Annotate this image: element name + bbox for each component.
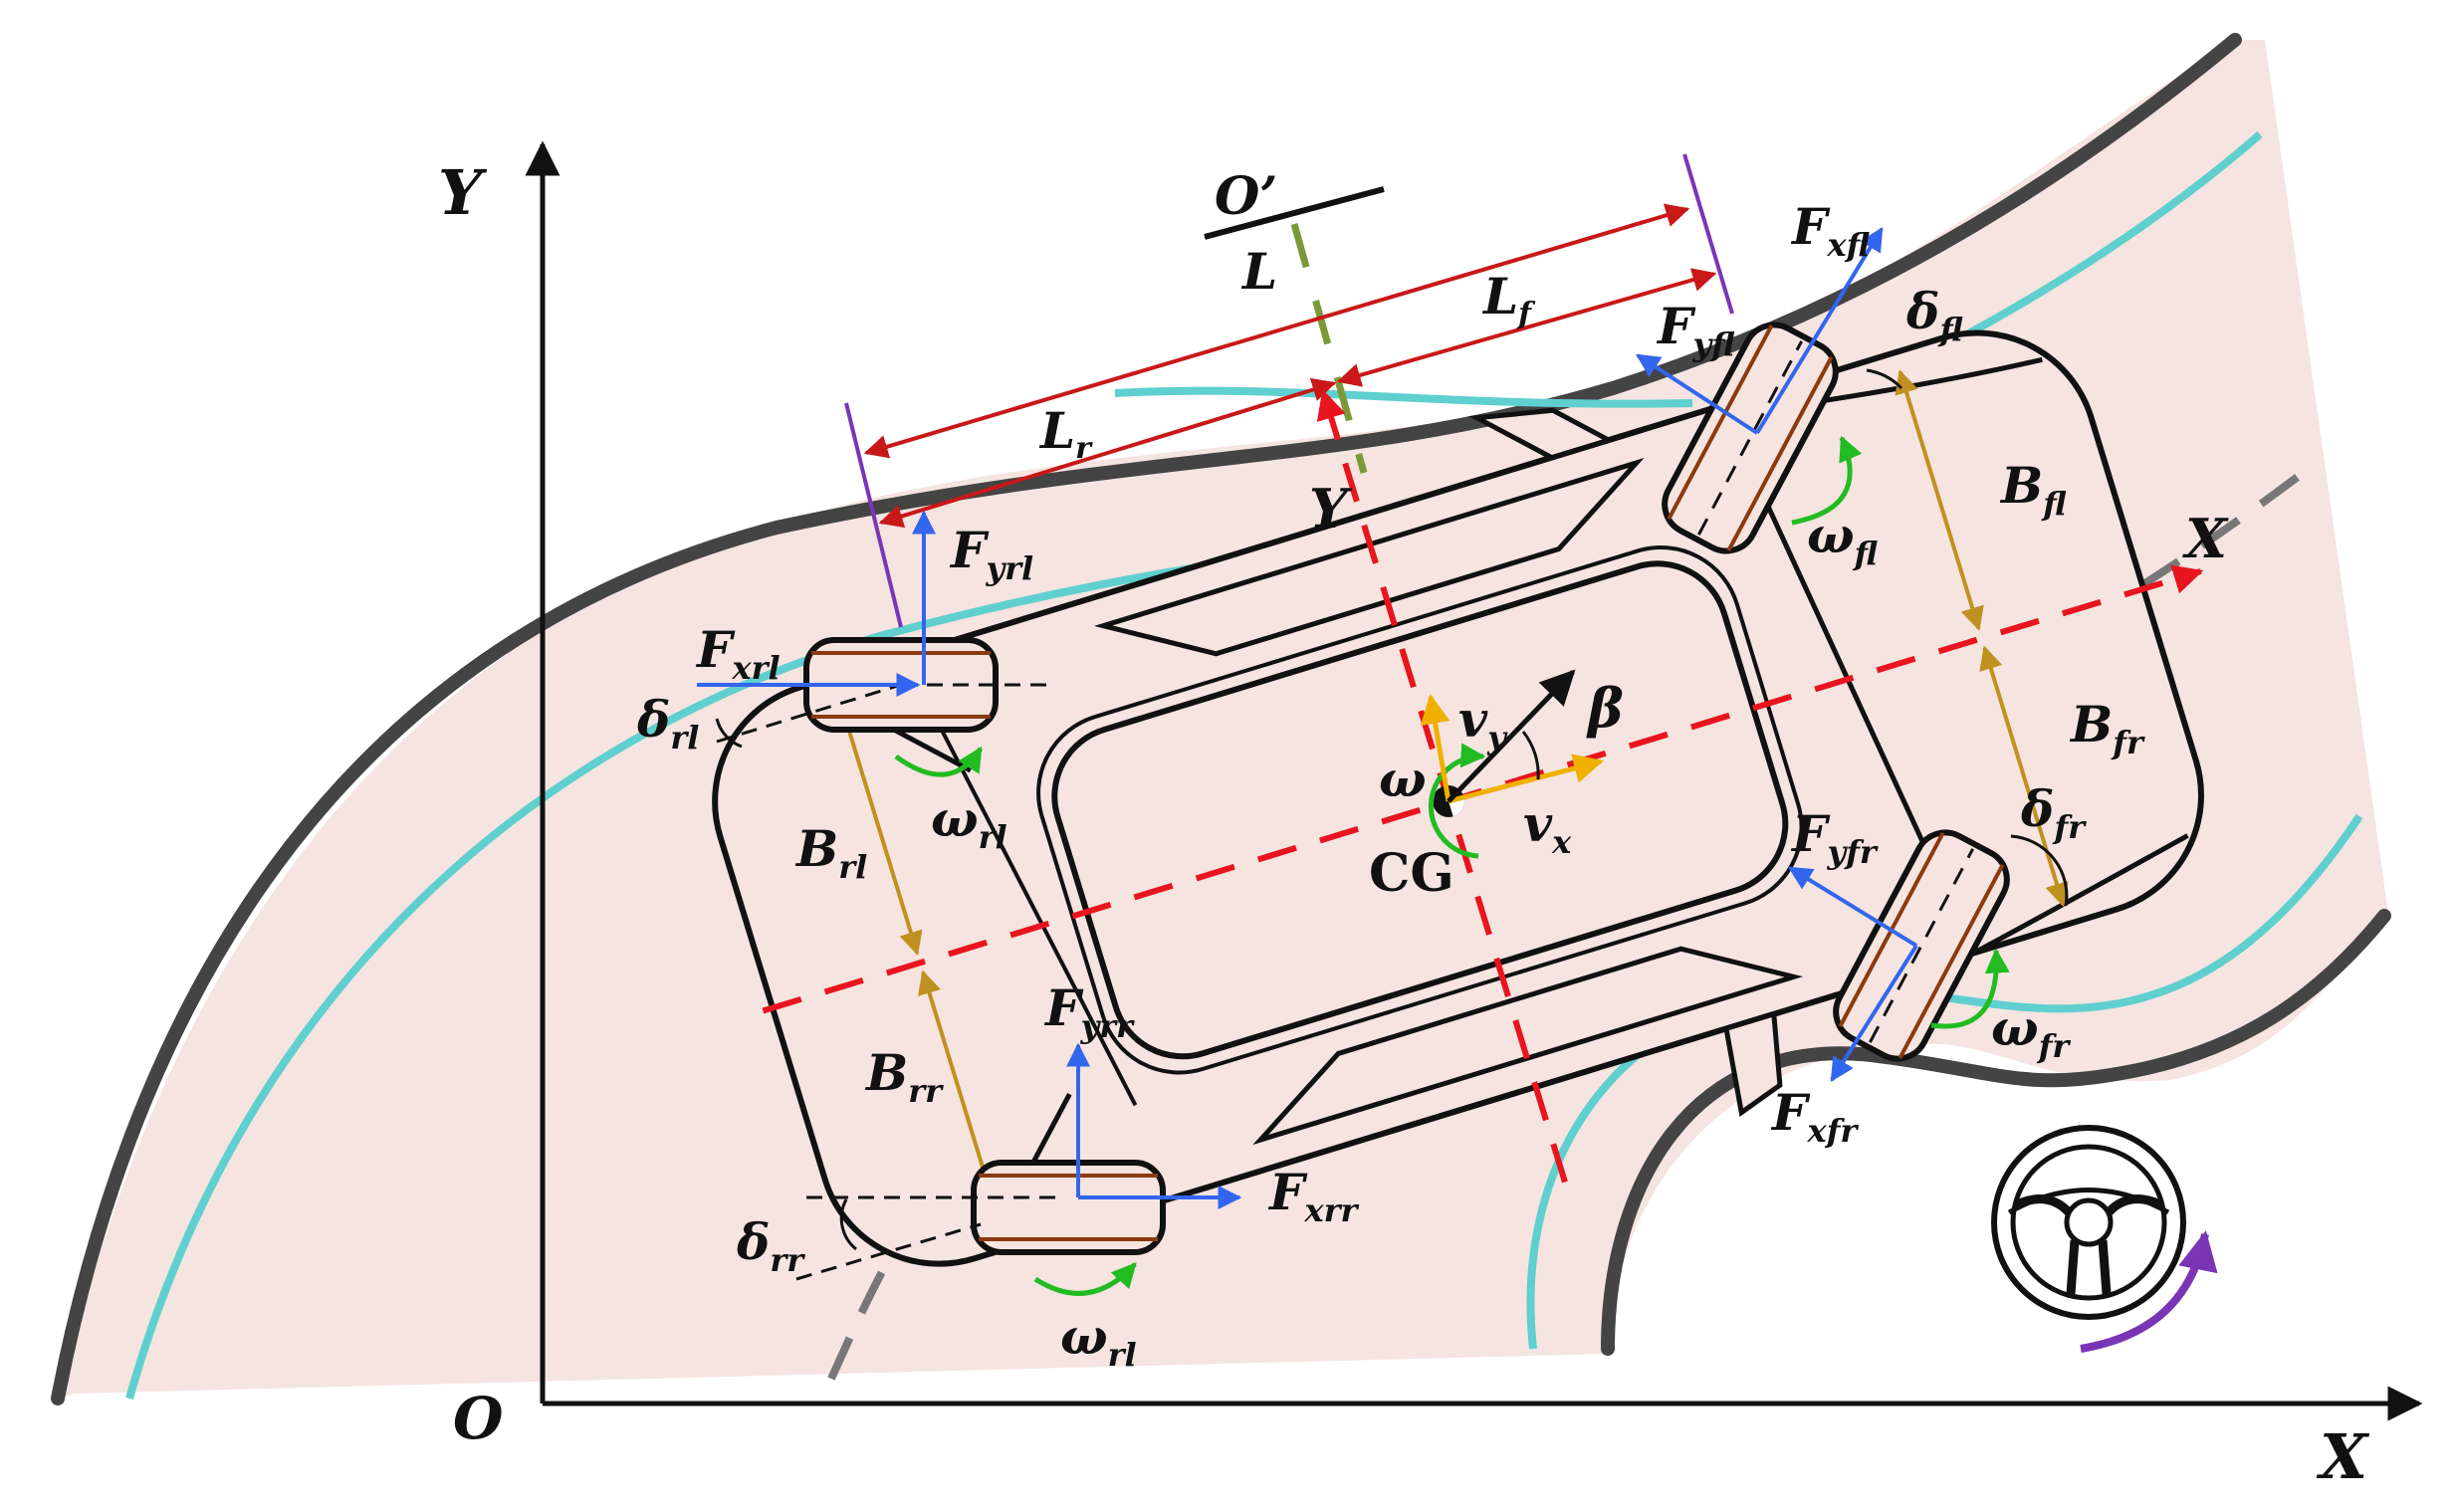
steering-wheel-icon: [1991, 1125, 2186, 1320]
fxrr-label: F: [1267, 1163, 1308, 1221]
global-x-label: X: [2316, 1420, 2370, 1493]
svg-text:Bfr: Bfr: [2069, 695, 2145, 761]
svg-text:Fyfl: Fyfl: [1656, 297, 1735, 363]
omega-cg-arrow: [1428, 743, 1486, 859]
omega-rl-top-label: ω: [931, 789, 979, 848]
velocity-arrow: [1447, 669, 1576, 803]
track-dim-fr: [1979, 645, 2069, 908]
svg-text:Brl: Brl: [794, 819, 867, 886]
turn-center: O’: [1204, 166, 1385, 474]
cg-velocity: [1420, 669, 1604, 804]
svg-text:δfr: δfr: [2020, 779, 2087, 846]
fyfl-label: F: [1656, 297, 1696, 355]
svg-text:ωfl: ωfl: [1807, 506, 1879, 572]
origin-label: O: [453, 1385, 504, 1452]
svg-text:vy: vy: [1458, 690, 1508, 756]
svg-text:Bfl: Bfl: [1999, 456, 2067, 523]
force-arrows: [697, 226, 1918, 1209]
svg-text:Fxrr: Fxrr: [1267, 1163, 1359, 1229]
svg-text:Fyrr: Fyrr: [1043, 978, 1135, 1045]
omega-fl-label: ω: [1807, 506, 1855, 564]
vy-arrow: [1420, 694, 1452, 802]
dimension-wheelbase: L Lf Lr: [844, 153, 1734, 628]
wheelbase-label: L: [1240, 242, 1277, 301]
track-rl-label: B: [794, 819, 838, 878]
vy-label: v: [1458, 690, 1488, 749]
turn-center-label: O’: [1215, 166, 1277, 227]
steering-rotation-arrow: [2080, 1230, 2218, 1353]
fxfl-label: F: [1790, 197, 1831, 256]
labels: CG ω vy vx β X Y Fyrl Fxrl Fyrr Fxrr Fxf…: [636, 197, 2229, 1374]
fxrl-label: F: [695, 620, 736, 679]
front-base-dim: [1336, 268, 1717, 387]
svg-text:Lr: Lr: [1038, 401, 1093, 466]
svg-text:Brr: Brr: [864, 1043, 944, 1110]
svg-text:ωrl: ωrl: [931, 789, 1007, 856]
track-dim-rl: [833, 694, 923, 956]
omega-fl-arrow: [1791, 435, 1863, 526]
track-fl-label: B: [1999, 456, 2043, 515]
fyrr-label: F: [1043, 978, 1084, 1037]
wheel-rear-right: [971, 1160, 1166, 1255]
svg-text:Fxfl: Fxfl: [1790, 197, 1871, 264]
delta-fl-label: δ: [1905, 282, 1939, 340]
track-rr-label: B: [864, 1043, 908, 1102]
omega-fr-label: ω: [1991, 998, 2039, 1057]
svg-text:ωrl: ωrl: [1060, 1307, 1137, 1374]
vx-arrow: [1448, 754, 1604, 804]
svg-text:vx: vx: [1523, 794, 1572, 861]
rear-base-dim: [878, 377, 1337, 529]
road-inner-edge: [1601, 909, 2391, 1356]
steer-references: [715, 368, 2069, 1281]
svg-text:Fxrl: Fxrl: [695, 620, 781, 687]
track-dim-fl: [1895, 369, 1984, 632]
fxfr-label: F: [1770, 1083, 1811, 1142]
fyfl-arrow: [1635, 353, 1759, 435]
omega-rl-bottom-label: ω: [1060, 1307, 1108, 1366]
beta-label: β: [1586, 676, 1624, 740]
wheel-front-left: [1662, 322, 1839, 554]
omega-fr-arrow: [1930, 948, 2010, 1029]
svg-text:Fyrl: Fyrl: [949, 521, 1033, 587]
global-y-label: Y: [438, 156, 488, 229]
fyrl-label: F: [949, 521, 990, 579]
omega-rl-bottom-arrow: [1033, 1262, 1137, 1296]
fxfr-arrow: [1830, 944, 1918, 1083]
vehicle-y-label: Y: [1309, 477, 1352, 540]
rear-base-label: L: [1038, 401, 1075, 460]
wheel-rotation-arrows: [894, 435, 2010, 1296]
delta-fr-label: δ: [2020, 779, 2054, 838]
omega-label: ω: [1379, 750, 1427, 808]
fyfr-label: F: [1790, 804, 1831, 863]
svg-text:Lf: Lf: [1481, 267, 1536, 331]
svg-text:δfl: δfl: [1905, 282, 1963, 348]
vx-label: v: [1523, 794, 1553, 853]
cg-label: CG: [1369, 843, 1454, 904]
vehicle-x-label: X: [2182, 507, 2229, 570]
svg-text:δrr: δrr: [736, 1212, 805, 1279]
track-fr-label: B: [2069, 695, 2113, 754]
omega-rl-top-arrow: [894, 746, 984, 777]
fyfr-arrow: [1787, 866, 1918, 948]
fxfl-arrow: [1755, 226, 1884, 435]
delta-rl-label: δ: [636, 690, 670, 749]
svg-text:Fyfr: Fyfr: [1790, 804, 1879, 871]
front-base-label: L: [1481, 267, 1518, 325]
svg-text:Fxfr: Fxfr: [1770, 1083, 1859, 1150]
delta-rr-label: δ: [736, 1212, 770, 1271]
global-axes: Y X O: [438, 140, 2423, 1493]
svg-text:δrl: δrl: [636, 690, 699, 756]
svg-text:ωfr: ωfr: [1991, 998, 2071, 1065]
